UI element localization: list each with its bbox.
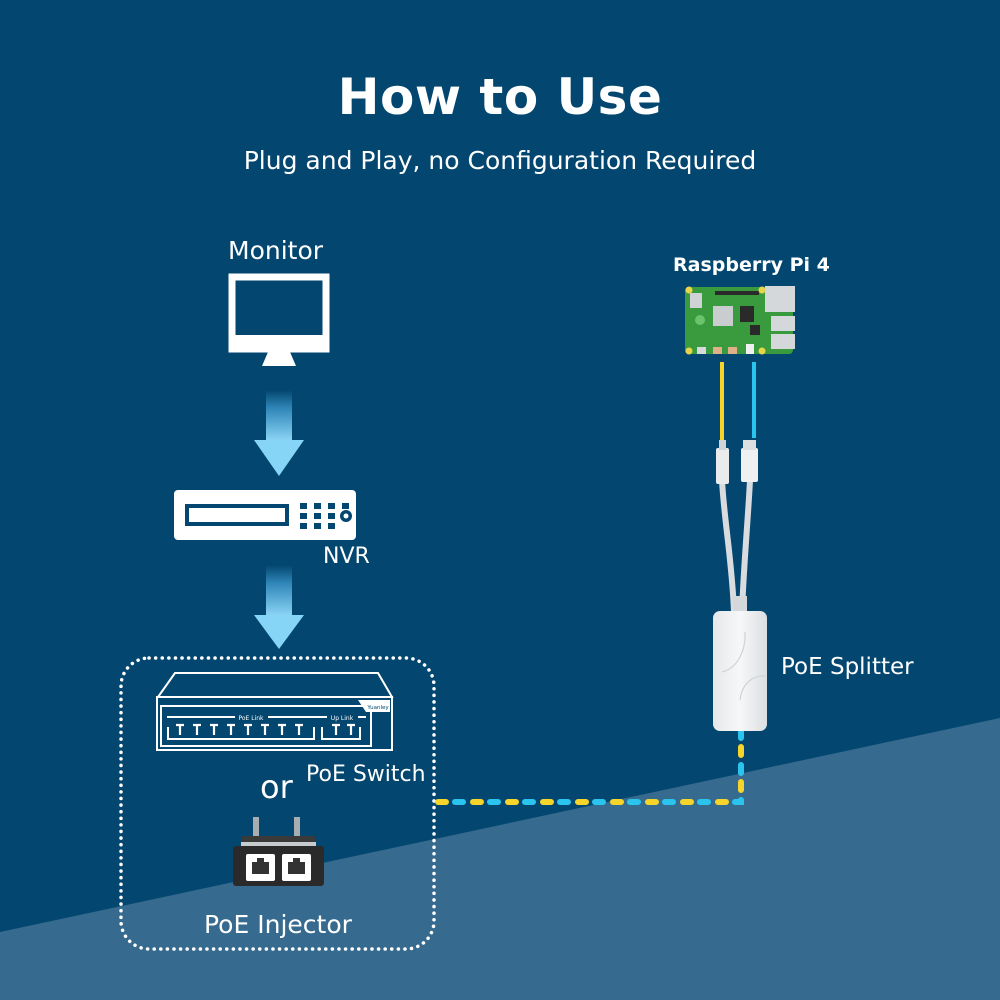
background-diagonal-band — [0, 718, 1000, 1000]
switch-up-link-label: Up Link — [331, 715, 354, 722]
poe-cable-dashed — [435, 728, 744, 805]
device-group-outline — [119, 656, 436, 951]
poe-injector-icon — [233, 817, 324, 886]
nvr-label: NVR — [323, 544, 370, 569]
network-switch-icon — [156, 672, 394, 751]
ethernet-plug — [741, 448, 758, 482]
dc-power-plug — [716, 448, 729, 484]
poe-splitter-icon — [713, 596, 767, 731]
nvr-icon — [174, 490, 356, 540]
switch-poe-link-label: PoE Link — [238, 715, 264, 722]
or-separator-label: or — [260, 768, 293, 806]
monitor-icon — [228, 273, 330, 366]
page-title: How to Use — [337, 68, 663, 126]
poe-switch-label: PoE Switch — [306, 762, 426, 787]
raspberry-pi-board-icon — [685, 286, 795, 355]
splitter-output-cables — [716, 362, 758, 613]
poe-splitter-label: PoE Splitter — [781, 654, 914, 680]
switch-brand-tab — [358, 700, 390, 712]
poe-injector-label: PoE Injector — [204, 910, 352, 939]
monitor-label: Monitor — [228, 236, 324, 265]
arrow-down-icon — [254, 390, 304, 476]
switch-brand-label: Yuanley — [366, 705, 389, 711]
raspberry-pi-label: Raspberry Pi 4 — [673, 254, 830, 276]
page-subtitle: Plug and Play, no Configuration Required — [243, 146, 757, 175]
arrow-down-icon — [254, 565, 304, 649]
